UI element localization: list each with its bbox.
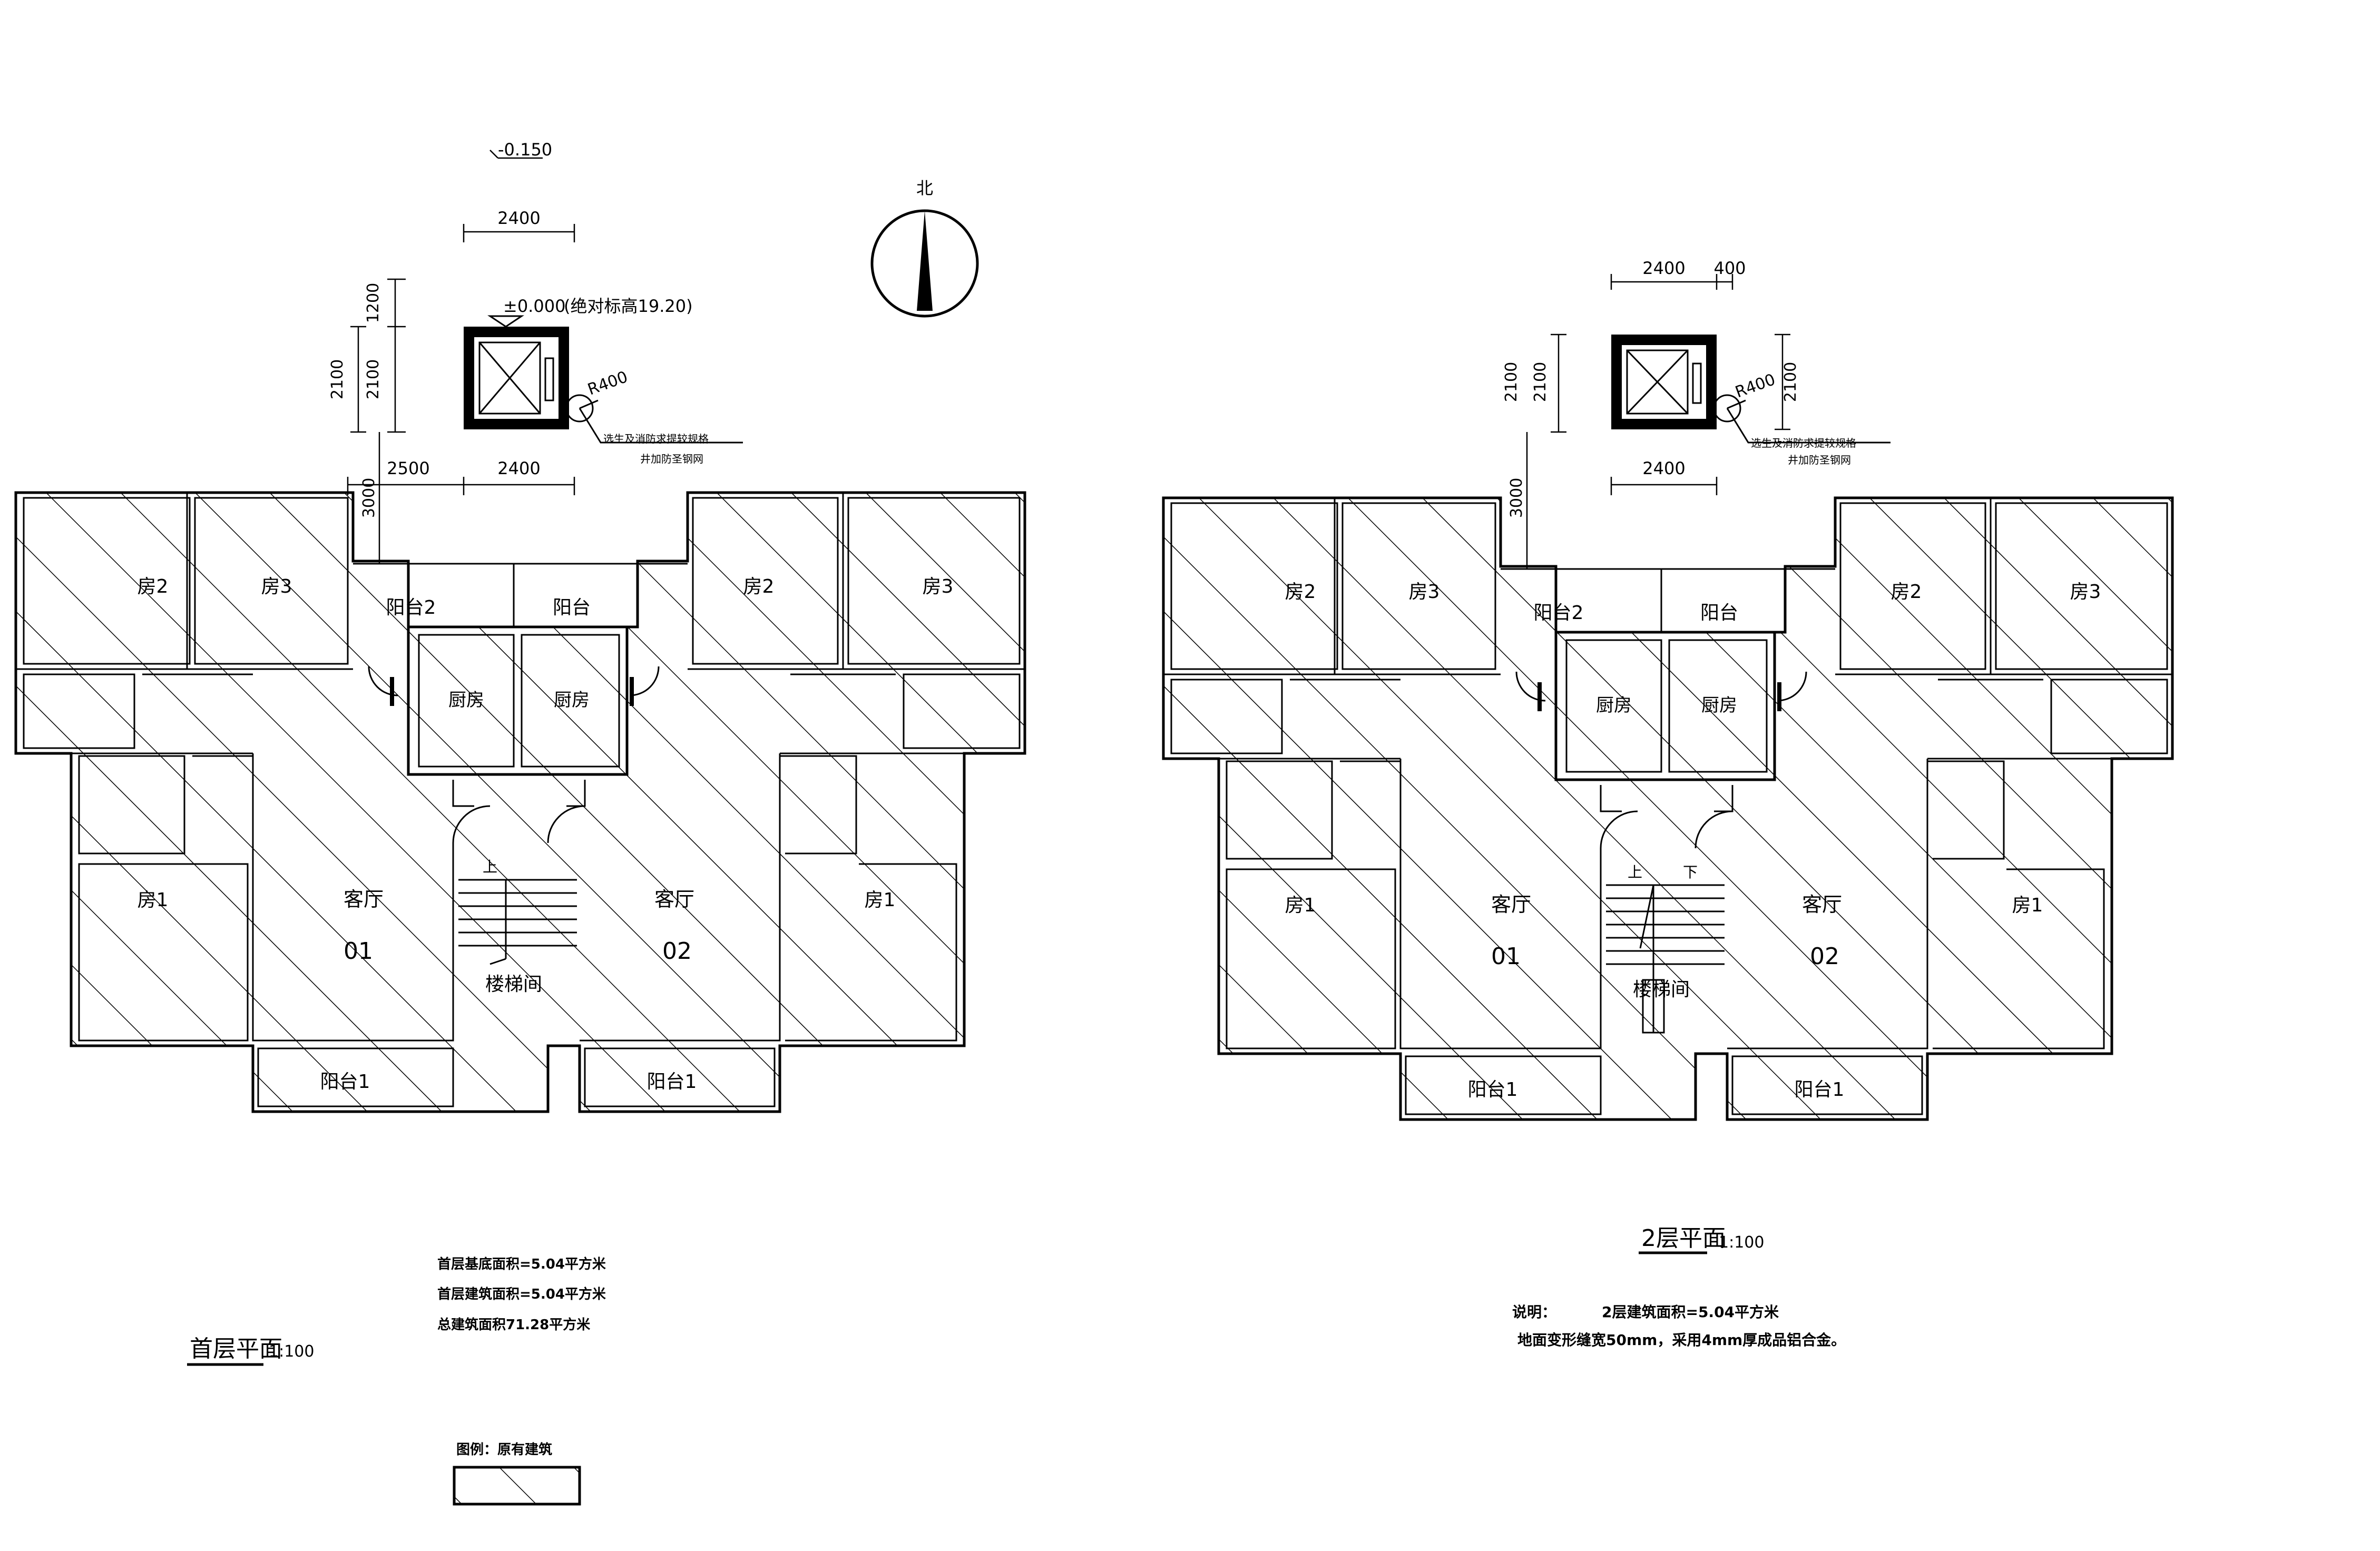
f2-living-left: 客厅 (1491, 893, 1531, 916)
f2-dim-2100-right: 2100 (1781, 362, 1800, 402)
f1-living-left: 客厅 (344, 888, 384, 911)
f1-kitchen-right: 厨房 (554, 690, 590, 711)
f1-dim-2100-outer: 2100 (328, 359, 347, 399)
floor2-plan: 房2 房3 房2 房3 阳台2 阳台 厨房 厨房 房1 房1 客厅 客厅 01 … (1162, 258, 2174, 1121)
f1-fang3-left: 房3 (261, 576, 292, 597)
f2-fang2-right: 房2 (1891, 581, 1922, 603)
north-arrow: 北 (870, 178, 979, 318)
f2-shaft-note-1: 选生及消防求提较规格 (1751, 437, 1856, 449)
f1-balcony: 阳台 (553, 597, 591, 619)
f2-note-area: 2层建筑面积=5.04平方米 (1602, 1303, 1779, 1321)
f1-dim-2100-inner: 2100 (364, 359, 383, 399)
f2-dim-r400: R400 (1733, 370, 1778, 402)
f2-balcony1-right: 阳台1 (1795, 1079, 1845, 1101)
f1-balcony1-left: 阳台1 (320, 1071, 370, 1093)
f2-fang2-left: 房2 (1285, 581, 1316, 603)
f1-note-base-area: 首层基底面积=5.04平方米 (437, 1256, 606, 1272)
f1-dim-1200: 1200 (364, 283, 383, 323)
f1-living-right: 客厅 (654, 888, 694, 911)
f2-living-right: 客厅 (1802, 893, 1842, 916)
f2-fang3-right: 房3 (2070, 581, 2101, 603)
north-label: 北 (916, 178, 933, 198)
floor1-title-block: 首层平面 1:100 (187, 1336, 314, 1366)
f2-dim-2100-inner: 2100 (1531, 362, 1550, 402)
floor1-hatch (16, 493, 1025, 1112)
f1-fang3-right: 房3 (923, 576, 954, 597)
f1-balcony1-right: 阳台1 (647, 1071, 697, 1093)
f2-balcony1-left: 阳台1 (1468, 1079, 1518, 1101)
f1-elev-top: -0.150 (498, 140, 552, 160)
f1-dim-top-2400: 2400 (497, 208, 540, 228)
f2-dim-top-2400: 2400 (1642, 258, 1685, 278)
f2-unit02: 02 (1810, 943, 1839, 970)
f1-dim-bottom-2400: 2400 (497, 458, 540, 478)
f1-fang2-left: 房2 (138, 576, 169, 597)
f1-dim-r400: R400 (585, 368, 630, 399)
floor2-title-block: 2层平面 1:100 (1639, 1225, 1764, 1254)
f1-fang1-left: 房1 (138, 889, 169, 911)
f2-dim-2100-outer: 2100 (1502, 362, 1521, 402)
f1-shaft-note-2: 井加防圣钢网 (640, 453, 703, 465)
f2-kitchen-right: 厨房 (1701, 695, 1737, 716)
f2-stair-up: 上 (1628, 863, 1642, 881)
f1-dim-2500: 2500 (387, 458, 429, 478)
f2-dim-top-400: 400 (1713, 258, 1746, 278)
f2-note-label: 说明： (1512, 1303, 1556, 1321)
f2-dim-bottom-2400: 2400 (1642, 458, 1685, 478)
f1-note-total-area: 总建筑面积71.28平方米 (437, 1317, 590, 1333)
f1-elevator-shaft (464, 315, 743, 444)
floor2-hatch (1163, 498, 2172, 1120)
f1-fang2-right: 房2 (743, 576, 775, 597)
f1-elev-absolute: (绝对标高19.20) (564, 296, 693, 316)
legend: 图例：原有建筑 (453, 1441, 581, 1506)
f2-balcony2: 阳台2 (1534, 602, 1584, 624)
f2-dim-3000: 3000 (1507, 478, 1526, 518)
f1-kitchen-left: 厨房 (448, 690, 484, 711)
f1-note-floor-area: 首层建筑面积=5.04平方米 (437, 1286, 606, 1302)
f1-stairwell: 楼梯间 (485, 974, 542, 995)
f2-fang3-left: 房3 (1409, 581, 1440, 603)
floor1-title: 首层平面 (190, 1336, 282, 1362)
legend-label: 图例：原有建筑 (456, 1441, 552, 1458)
f2-kitchen-left: 厨房 (1596, 695, 1632, 716)
f2-note-joint: 地面变形缝宽50mm，采用4mm厚成品铝合金。 (1517, 1331, 1846, 1349)
f1-elev-ground: ±0.000 (503, 296, 565, 316)
floor1-plan: 房2 房3 房2 房3 阳台2 阳台 厨房 厨房 房1 房1 客厅 客厅 01 … (14, 140, 1026, 1113)
f2-fang1-left: 房1 (1285, 895, 1316, 916)
floor2-scale: 1:100 (1719, 1233, 1764, 1252)
f1-shaft-note-1: 选生及消防求提较规格 (603, 433, 709, 445)
f1-stair-up: 上 (483, 858, 497, 876)
f2-stair-down: 下 (1683, 863, 1698, 881)
f2-shaft-note-2: 井加防圣钢网 (1788, 454, 1851, 466)
f2-balcony: 阳台 (1700, 602, 1738, 624)
f1-balcony2: 阳台2 (386, 597, 436, 619)
f1-unit02: 02 (662, 938, 692, 965)
f2-stairwell: 楼梯间 (1633, 979, 1690, 1000)
floor2-title: 2层平面 (1641, 1225, 1726, 1252)
f2-elevator-shaft (1611, 335, 1891, 444)
legend-hatch-swatch (454, 1467, 580, 1504)
f1-dim-3000: 3000 (360, 478, 378, 518)
f1-fang1-right: 房1 (865, 889, 896, 911)
f2-unit01: 01 (1491, 943, 1521, 970)
f1-unit01: 01 (344, 938, 373, 965)
f2-fang1-right: 房1 (2012, 895, 2043, 916)
floor1-scale: 1:100 (269, 1342, 314, 1361)
